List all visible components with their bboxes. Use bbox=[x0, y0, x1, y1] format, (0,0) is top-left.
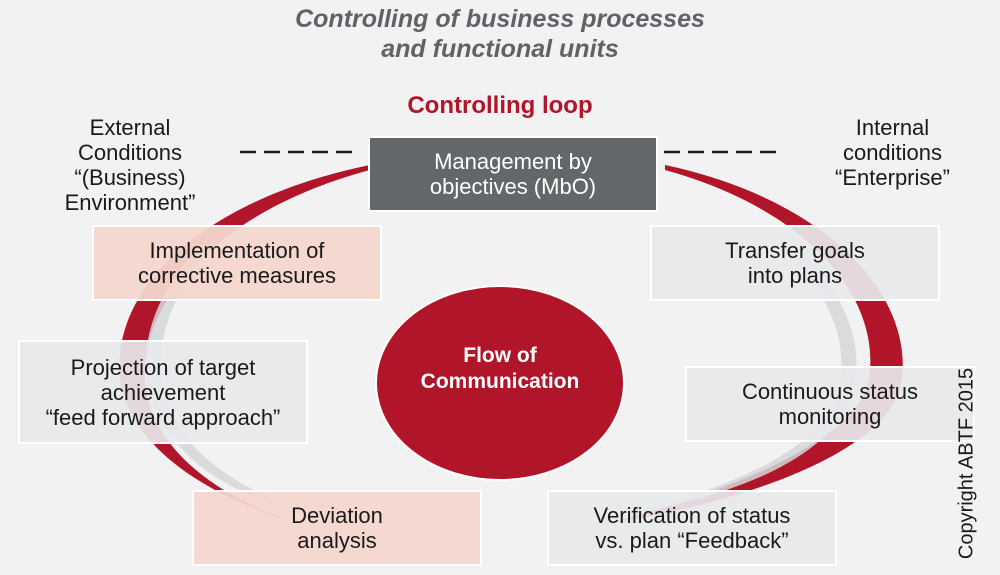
text-line: “Enterprise” bbox=[835, 165, 950, 190]
title-line-1: Controlling of business processes bbox=[295, 5, 705, 33]
text-line: Transfer goals bbox=[725, 238, 865, 263]
loop-highlight-left bbox=[145, 245, 330, 520]
text-line: “feed forward approach” bbox=[45, 404, 281, 430]
title-line-2: and functional units bbox=[381, 35, 619, 63]
loop-highlight-right bbox=[600, 250, 857, 520]
internal-conditions-label: Internal conditions “Enterprise” bbox=[800, 115, 985, 190]
text-line: vs. plan “Feedback” bbox=[595, 528, 789, 553]
text-line: Implementation of bbox=[149, 238, 325, 263]
text-line: External bbox=[89, 115, 171, 140]
center-ellipse bbox=[375, 285, 625, 481]
text-line: corrective measures bbox=[137, 263, 337, 288]
text-line: into plans bbox=[747, 263, 843, 288]
diagram-title: Controlling of business processes and fu… bbox=[0, 4, 1000, 64]
center-label: Flow of Communication bbox=[380, 343, 620, 395]
loop-title: Controlling loop bbox=[407, 92, 593, 119]
copyright-notice: Copyright ABTF 2015 bbox=[955, 367, 978, 560]
text-line: Continuous status bbox=[741, 379, 919, 404]
text-line: achievement bbox=[100, 379, 226, 405]
text-line: conditions bbox=[842, 140, 943, 165]
text-line: analysis bbox=[297, 528, 377, 553]
text-line: Environment” bbox=[64, 190, 196, 215]
loop-ring-right bbox=[600, 165, 903, 525]
text-line: Communication bbox=[420, 370, 580, 393]
text-line: Management by bbox=[434, 149, 592, 174]
text-line: Projection of target bbox=[70, 354, 256, 380]
text-line: Deviation bbox=[291, 503, 383, 528]
external-conditions-label: External Conditions “(Business) Environm… bbox=[40, 115, 220, 215]
text-line: “(Business) bbox=[74, 165, 186, 190]
text-line: Flow of bbox=[463, 344, 537, 367]
text-line: monitoring bbox=[778, 404, 882, 429]
text-line: Internal bbox=[855, 115, 930, 140]
text-line: Conditions bbox=[78, 140, 182, 165]
text-line: objectives (MbO) bbox=[429, 174, 597, 199]
text-line: Verification of status bbox=[593, 503, 791, 528]
